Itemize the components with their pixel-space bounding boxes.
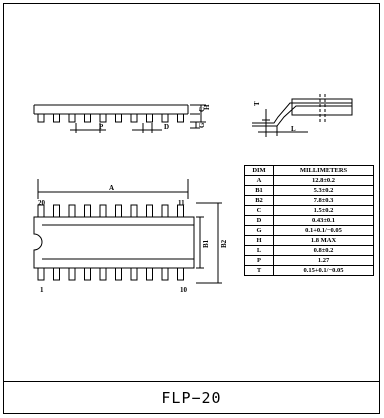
value-cell: 0.43±0.1 — [273, 215, 374, 226]
top-view-leads — [37, 113, 184, 123]
dim-cell: B2 — [244, 195, 274, 206]
dim-cell: D — [244, 215, 274, 226]
value-cell: 12.8±0.2 — [273, 175, 374, 186]
lead — [130, 204, 138, 218]
dim-cell: A — [244, 175, 274, 186]
plan-view — [33, 179, 222, 284]
lead — [68, 113, 76, 123]
dim-label-b2: B2 — [220, 239, 228, 248]
dim-cell: B1 — [244, 185, 274, 196]
value-cell: 0.1+0.1/−0.05 — [273, 225, 374, 236]
value-cell: 0.15+0.1/−0.05 — [273, 265, 374, 276]
lead — [161, 113, 169, 123]
dim-label-g: G — [198, 122, 206, 128]
lead — [99, 113, 107, 123]
pin-label-11: 11 — [178, 199, 185, 207]
table-header-row: DIM MILLIMETERS — [244, 165, 374, 176]
dim-cell: L — [244, 245, 274, 256]
drawing-frame — [3, 3, 380, 414]
value-cell: 5.3±0.2 — [273, 185, 374, 196]
lead — [115, 113, 122, 123]
lead — [177, 113, 184, 123]
lead — [84, 204, 91, 218]
caption-divider — [3, 381, 380, 382]
pin-label-10: 10 — [180, 286, 188, 294]
value-cell: 1.27 — [273, 255, 374, 266]
dim-label-h: H — [203, 104, 211, 110]
lead — [53, 267, 60, 281]
lead — [146, 204, 153, 218]
dim-label-c: C — [198, 107, 206, 112]
dim-label-d: D — [164, 123, 169, 131]
dim-cell: P — [244, 255, 274, 266]
lead — [53, 204, 60, 218]
value-cell: 1.8 MAX — [273, 235, 374, 246]
plan-view-leads — [37, 204, 184, 281]
lead — [84, 267, 91, 281]
value-cell: 7.8±0.3 — [273, 195, 374, 206]
dim-cell: T — [244, 265, 274, 276]
header-millimeters: MILLIMETERS — [273, 165, 374, 176]
header-dim: DIM — [244, 165, 274, 176]
side-view — [252, 94, 353, 137]
lead — [130, 113, 138, 123]
lead — [37, 113, 45, 123]
lead — [161, 204, 169, 218]
lead — [146, 267, 153, 281]
lead — [99, 204, 107, 218]
dim-label-l: L — [291, 125, 296, 133]
lead — [115, 204, 122, 218]
lead — [115, 267, 122, 281]
dim-cell: G — [244, 225, 274, 236]
dim-cell: C — [244, 205, 274, 216]
dim-label-t: T — [253, 101, 261, 106]
dim-label-a: A — [109, 184, 114, 192]
lead — [53, 113, 60, 123]
lead — [68, 267, 76, 281]
lead — [68, 204, 76, 218]
lead — [37, 267, 45, 281]
lead — [146, 113, 153, 123]
lead — [130, 267, 138, 281]
pin-label-1: 1 — [40, 286, 44, 294]
top-edge-view — [33, 104, 206, 133]
dim-cell: H — [244, 235, 274, 246]
value-cell: 0.8±0.2 — [273, 245, 374, 256]
value-cell: 1.5±0.2 — [273, 205, 374, 216]
dim-label-b1: B1 — [202, 239, 210, 248]
lead — [37, 204, 45, 218]
lead — [177, 204, 184, 218]
dim-label-p: P — [99, 123, 104, 131]
lead — [84, 113, 91, 123]
lead — [99, 267, 107, 281]
pin-label-20: 20 — [38, 199, 46, 207]
lead — [161, 267, 169, 281]
lead — [177, 267, 184, 281]
package-caption: FLP−20 — [161, 389, 222, 407]
